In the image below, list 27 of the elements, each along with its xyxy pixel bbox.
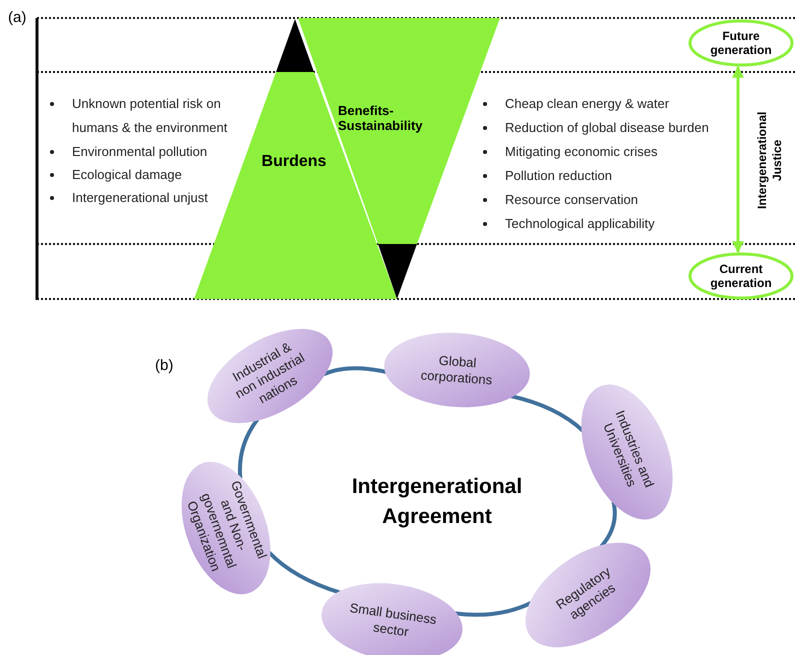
bullet-text: Cheap clean energy & water — [505, 95, 670, 113]
edge-label: Intergenerational Justice — [755, 110, 785, 210]
connector-line — [454, 600, 532, 617]
node-label: Benefits- Sustainability — [338, 103, 424, 133]
bullet-text: Unknown potential risk on humans & the environment — [72, 95, 228, 137]
node-label: Global corporations — [419, 352, 494, 390]
panel-label: (b) — [155, 357, 174, 374]
bullet-text: Ecological damage — [72, 166, 182, 184]
bullet-text: Reduction of global disease burden — [505, 119, 709, 137]
node-label: Current generation — [709, 262, 773, 290]
connector-line — [322, 366, 388, 376]
bullet-text: Technological applicability — [505, 215, 655, 233]
ellipse-node — [688, 252, 794, 300]
bullet-text: Pollution reduction — [505, 167, 612, 185]
bullet-text: Intergenerational unjust — [72, 189, 208, 207]
node-label: Future generation — [709, 29, 773, 57]
connector-line — [238, 418, 260, 479]
arrow — [732, 66, 744, 254]
center-title: Intergenerational Agreement — [350, 474, 524, 530]
bullet-text: Resource conservation — [505, 191, 638, 209]
node-label: Burdens — [260, 153, 328, 171]
ellipse-node — [688, 19, 794, 67]
bullet-text: Mitigating economic crises — [505, 143, 658, 161]
connector-line — [600, 501, 617, 548]
node-label: Small business sector — [348, 599, 439, 642]
bullet-text: Environmental pollution — [72, 143, 208, 161]
panel-label: (a) — [8, 9, 26, 26]
